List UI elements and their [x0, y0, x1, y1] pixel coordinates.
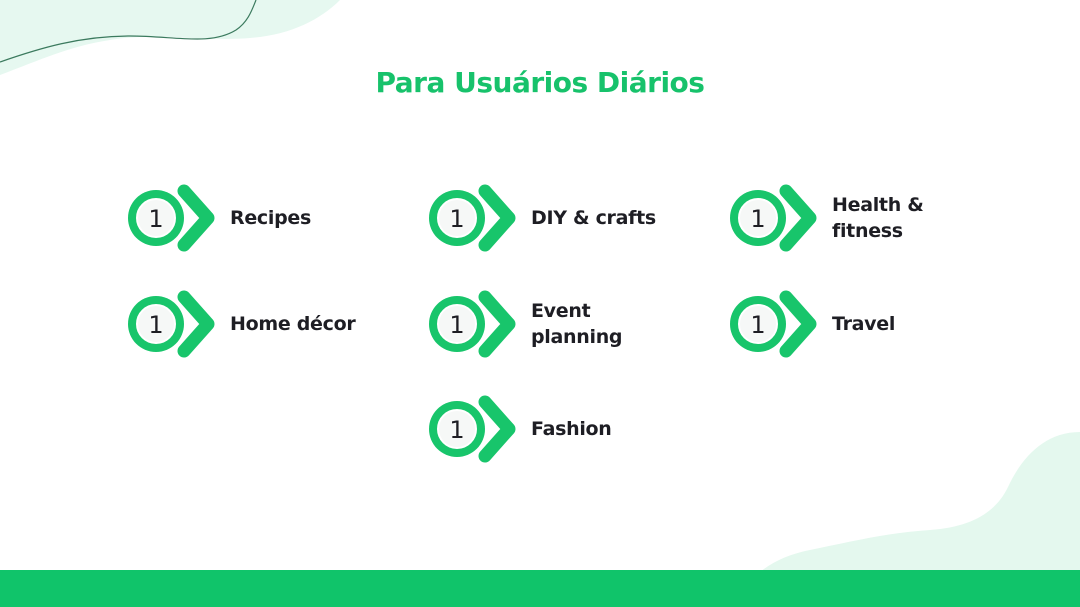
item-label: Travel — [832, 313, 896, 335]
number-chevron-badge-icon: 1 — [126, 183, 222, 253]
footer-bar — [0, 570, 1080, 607]
badge-number: 1 — [148, 205, 163, 233]
badge-number: 1 — [449, 416, 464, 444]
number-chevron-badge-icon: 1 — [427, 183, 523, 253]
item-label: Health & fitness — [832, 194, 924, 242]
item-label: Event planning — [531, 300, 623, 348]
list-item: 1 Recipes — [126, 183, 426, 253]
list-item: 1 Health & fitness — [728, 183, 1028, 253]
number-chevron-badge-icon: 1 — [427, 394, 523, 464]
decorative-wave-top — [0, 0, 340, 75]
item-label: Fashion — [531, 418, 612, 440]
list-item: 1 DIY & crafts — [427, 183, 727, 253]
list-item: 1 Travel — [728, 289, 1028, 359]
number-chevron-badge-icon: 1 — [728, 289, 824, 359]
badge-number: 1 — [148, 311, 163, 339]
badge-number: 1 — [750, 311, 765, 339]
item-label: Home décor — [230, 313, 356, 335]
number-chevron-badge-icon: 1 — [728, 183, 824, 253]
item-label: DIY & crafts — [531, 207, 656, 229]
number-chevron-badge-icon: 1 — [427, 289, 523, 359]
list-item: 1 Fashion — [427, 394, 727, 464]
decorative-wave-bottom — [760, 432, 1080, 572]
slide-title: Para Usuários Diários — [375, 66, 705, 99]
item-label: Recipes — [230, 207, 311, 229]
badge-number: 1 — [449, 311, 464, 339]
badge-number: 1 — [750, 205, 765, 233]
number-chevron-badge-icon: 1 — [126, 289, 222, 359]
list-item: 1 Home décor — [126, 289, 426, 359]
list-item: 1 Event planning — [427, 289, 727, 359]
badge-number: 1 — [449, 205, 464, 233]
